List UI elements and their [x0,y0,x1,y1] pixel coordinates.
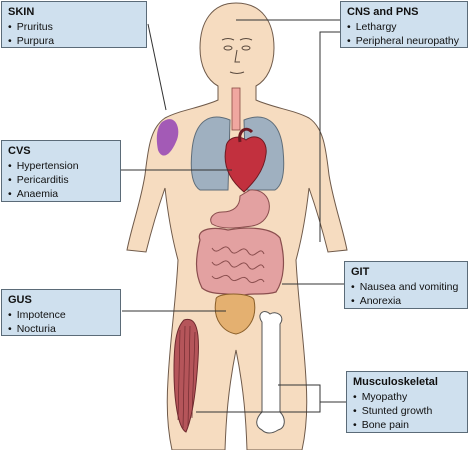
cns-item-lethargy: Lethargy [347,20,461,34]
muscle-striations [177,325,196,429]
git-list: Nausea and vomiting Anorexia [351,280,461,308]
musculoskeletal-item-stunted-growth: Stunted growth [353,404,461,418]
cns-list: Lethargy Peripheral neuropathy [347,20,461,48]
git-item-anorexia: Anorexia [351,294,461,308]
aorta [238,127,254,143]
gus-title: GUS [8,294,32,306]
purpura-patch [156,119,179,156]
cvs-item-hypertension: Hypertension [8,159,114,173]
connector-musculo [196,384,346,413]
musculoskeletal-item-bone-pain: Bone pain [353,418,461,432]
trachea [231,87,241,131]
left-lung [190,116,231,191]
gus-list: Impotence Nocturia [8,308,114,336]
git-item-nausea: Nausea and vomiting [351,280,461,294]
cns-item-neuropathy: Peripheral neuropathy [347,34,461,48]
musculoskeletal-list: Myopathy Stunted growth Bone pain [353,390,461,432]
large-intestine [195,227,285,297]
cvs-box: CVS Hypertension Pericarditis Anaemia [1,140,121,202]
connector-lines [120,19,346,413]
skin-item-pruritus: Pruritus [8,20,140,34]
git-title: GIT [351,266,370,278]
skin-title: SKIN [8,6,35,18]
face [221,38,253,74]
connector-skin [147,23,167,111]
gus-item-impotence: Impotence [8,308,114,322]
cvs-item-anaemia: Anaemia [8,187,114,201]
gus-item-nocturia: Nocturia [8,322,114,336]
musculoskeletal-box: Musculoskeletal Myopathy Stunted growth … [346,371,468,433]
connector-cns-leg [319,31,340,242]
gus-box: GUS Impotence Nocturia [1,289,121,336]
stomach [210,189,270,229]
git-box: GIT Nausea and vomiting Anorexia [344,261,468,309]
skin-item-purpura: Purpura [8,34,140,48]
cns-box: CNS and PNS Lethargy Peripheral neuropat… [340,1,468,48]
musculoskeletal-title: Musculoskeletal [353,376,438,388]
cvs-list: Hypertension Pericarditis Anaemia [8,159,114,201]
femur-bone [256,311,285,434]
bladder [214,293,256,335]
skin-box: SKIN Pruritus Purpura [1,1,147,48]
skin-list: Pruritus Purpura [8,20,140,48]
cvs-title: CVS [8,145,31,157]
cvs-item-pericarditis: Pericarditis [8,173,114,187]
cns-title: CNS and PNS [347,6,419,18]
musculoskeletal-item-myopathy: Myopathy [353,390,461,404]
small-intestine [211,246,265,284]
